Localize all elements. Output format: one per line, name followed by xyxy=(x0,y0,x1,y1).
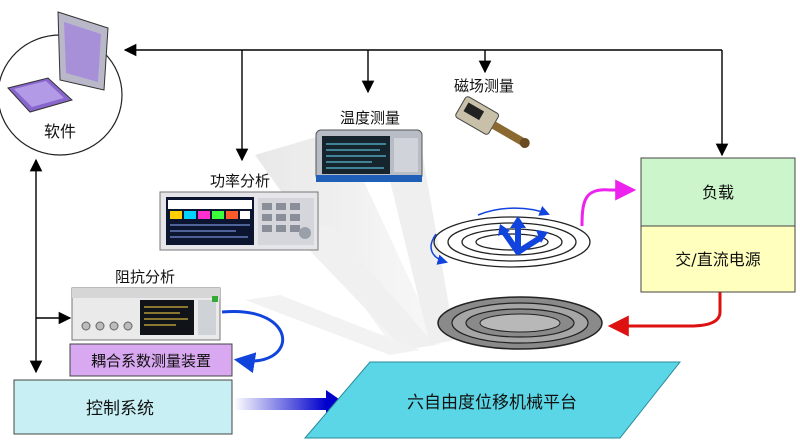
impedance-analyzer-device xyxy=(71,287,221,341)
impedance-feedback-arrow xyxy=(221,310,285,374)
power-supply-label: 交/直流电源 xyxy=(675,250,760,269)
coupling-measurement-box: 耦合系数测量装置 xyxy=(69,343,233,377)
impedance-label: 阻抗分析 xyxy=(115,268,175,286)
six-dof-platform: 六自由度位移机械平台 xyxy=(303,361,682,439)
coil-to-load-arrow xyxy=(580,179,637,227)
supply-to-coil-arrow xyxy=(607,292,722,337)
magnetic-label: 磁场测量 xyxy=(454,77,514,95)
connection-lines xyxy=(29,43,729,374)
axis-arrows-icon xyxy=(501,223,543,255)
coupling-label: 耦合系数测量装置 xyxy=(91,352,211,370)
temperature-label: 温度测量 xyxy=(340,109,400,127)
power-analyzer-label: 功率分析 xyxy=(210,172,270,190)
software-label: 软件 xyxy=(44,122,76,141)
software-computer: 软件 xyxy=(0,11,123,156)
control-label: 控制系统 xyxy=(86,399,154,419)
load-box: 负载 xyxy=(640,157,796,227)
power-supply-box: 交/直流电源 xyxy=(640,225,796,293)
control-system-box: 控制系统 xyxy=(13,379,233,435)
platform-label: 六自由度位移机械平台 xyxy=(407,393,577,413)
load-label: 负载 xyxy=(702,183,734,202)
magnetic-probe-device xyxy=(455,96,530,148)
power-analyzer-device xyxy=(159,191,319,251)
rotation-arrows xyxy=(430,206,550,265)
light-beams xyxy=(245,130,455,355)
transmitter-coil xyxy=(437,296,603,350)
receiver-coil xyxy=(433,216,591,268)
temperature-logger-device xyxy=(315,129,423,182)
